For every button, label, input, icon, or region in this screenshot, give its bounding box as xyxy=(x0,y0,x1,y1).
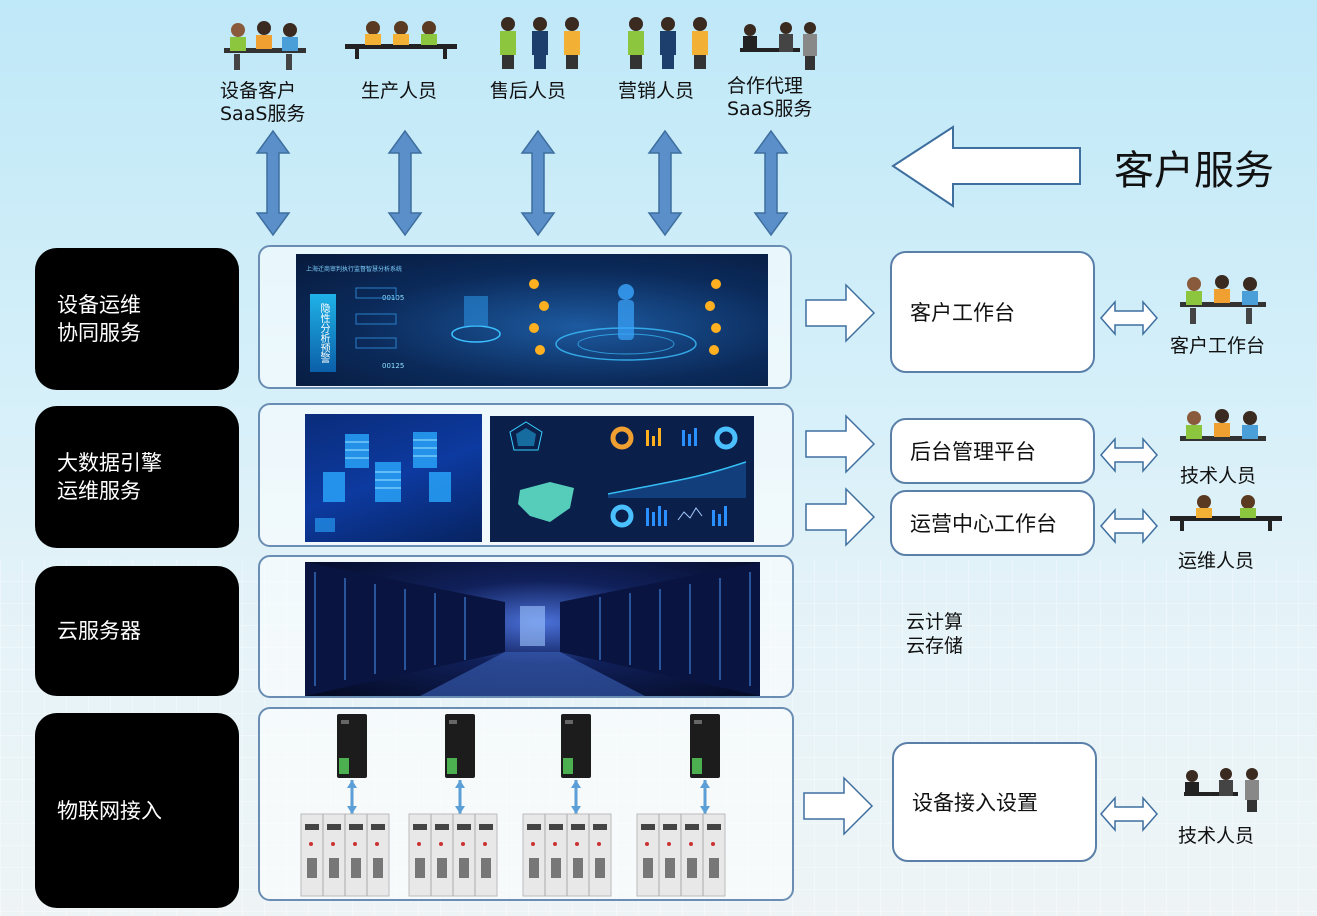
role-label-partner: 合作代理 SaaS服务 xyxy=(727,75,812,121)
double-arrow-horizontal xyxy=(1100,509,1158,543)
double-arrow-vertical xyxy=(754,130,788,236)
double-arrow-vertical xyxy=(388,130,422,236)
arrow-right xyxy=(805,415,875,473)
people-meeting-icon xyxy=(1180,275,1266,324)
dashboard-side-title: 隐性分析预警 xyxy=(310,294,336,372)
role-label-tech: 技术人员 xyxy=(1178,825,1255,847)
role-label-tech: 技术人员 xyxy=(1180,465,1257,487)
box-label: 运营中心工作台 xyxy=(910,512,1057,536)
datacenter-photo xyxy=(305,562,760,696)
double-arrow-horizontal xyxy=(1100,797,1158,831)
people-meeting-icon xyxy=(224,21,306,70)
layer-line2: 协同服务 xyxy=(57,321,141,345)
role-label-line2: SaaS服务 xyxy=(220,103,306,125)
people-handshake-icon xyxy=(740,22,817,70)
role-label-line1: 生产人员 xyxy=(361,80,438,102)
role-label-marketing: 营销人员 xyxy=(618,80,694,103)
arrow-right xyxy=(805,284,875,342)
server-illustration xyxy=(305,414,482,542)
people-handshake-icon xyxy=(1184,768,1259,812)
double-arrow-horizontal xyxy=(1100,301,1158,335)
box-ops-center[interactable]: 运营中心工作台 xyxy=(890,490,1095,556)
box-customer-workbench[interactable]: 客户工作台 xyxy=(890,251,1095,373)
layer-line1: 物联网接入 xyxy=(57,798,162,823)
layer-box-cloud-server: 云服务器 xyxy=(35,566,239,696)
box-label: 设备接入设置 xyxy=(912,791,1038,815)
role-label-line1: 营销人员 xyxy=(618,80,695,102)
role-label-customer: 客户工作台 xyxy=(1170,335,1266,357)
people-standing-icon xyxy=(500,17,580,69)
role-label-after-sales: 售后人员 xyxy=(490,80,566,103)
cloud-line2: 云存储 xyxy=(906,635,964,657)
role-label-line1: 合作代理 xyxy=(727,75,804,97)
role-label-production: 生产人员 xyxy=(361,80,437,103)
double-arrow-vertical xyxy=(521,130,555,236)
dashboard-title: 上海迁商审判执行监督智慧分析系统 xyxy=(306,266,403,273)
arrow-right xyxy=(803,777,873,835)
cloud-text: 云计算 云存储 xyxy=(906,610,963,658)
iot-devices xyxy=(300,712,726,897)
double-arrow-vertical xyxy=(256,130,290,236)
box-backend-management[interactable]: 后台管理平台 xyxy=(890,418,1095,484)
people-table-icon xyxy=(1170,495,1282,531)
role-label-line2: SaaS服务 xyxy=(727,98,813,120)
layer-line2: 运维服务 xyxy=(57,479,141,503)
double-arrow-vertical xyxy=(648,130,682,236)
role-label-line1: 售后人员 xyxy=(490,80,567,102)
role-label-line1: 设备客户 xyxy=(220,80,297,102)
box-label: 客户工作台 xyxy=(910,301,1015,325)
dashboard-number: 00125 xyxy=(382,362,405,370)
customer-service-arrow xyxy=(891,125,1081,208)
role-label-device-customer: 设备客户 SaaS服务 xyxy=(220,80,305,126)
role-label-ops: 运维人员 xyxy=(1178,550,1255,572)
layer-box-bigdata: 大数据引擎 运维服务 xyxy=(35,406,239,548)
layer-line1: 云服务器 xyxy=(57,619,141,643)
box-device-access[interactable]: 设备接入设置 xyxy=(892,742,1097,862)
people-meeting-icon xyxy=(1180,409,1266,441)
layer-line1: 设备运维 xyxy=(57,293,141,317)
layer-box-iot-access: 物联网接入 xyxy=(35,713,239,908)
analytics-dashboard xyxy=(490,416,754,542)
dashboard-screenshot: 上海迁商审判执行监督智慧分析系统 隐性分析预警 00105 00125 xyxy=(296,254,768,386)
customer-service-title: 客户服务 xyxy=(1114,148,1274,194)
box-label: 后台管理平台 xyxy=(910,440,1036,464)
people-standing-icon xyxy=(628,17,708,69)
layer-line1: 大数据引擎 xyxy=(57,451,162,475)
arrow-right xyxy=(805,488,875,546)
double-arrow-horizontal xyxy=(1100,438,1158,472)
layer-box-ops-collab: 设备运维 协同服务 xyxy=(35,248,239,390)
people-table-icon xyxy=(345,21,457,59)
cloud-line1: 云计算 xyxy=(906,611,964,633)
